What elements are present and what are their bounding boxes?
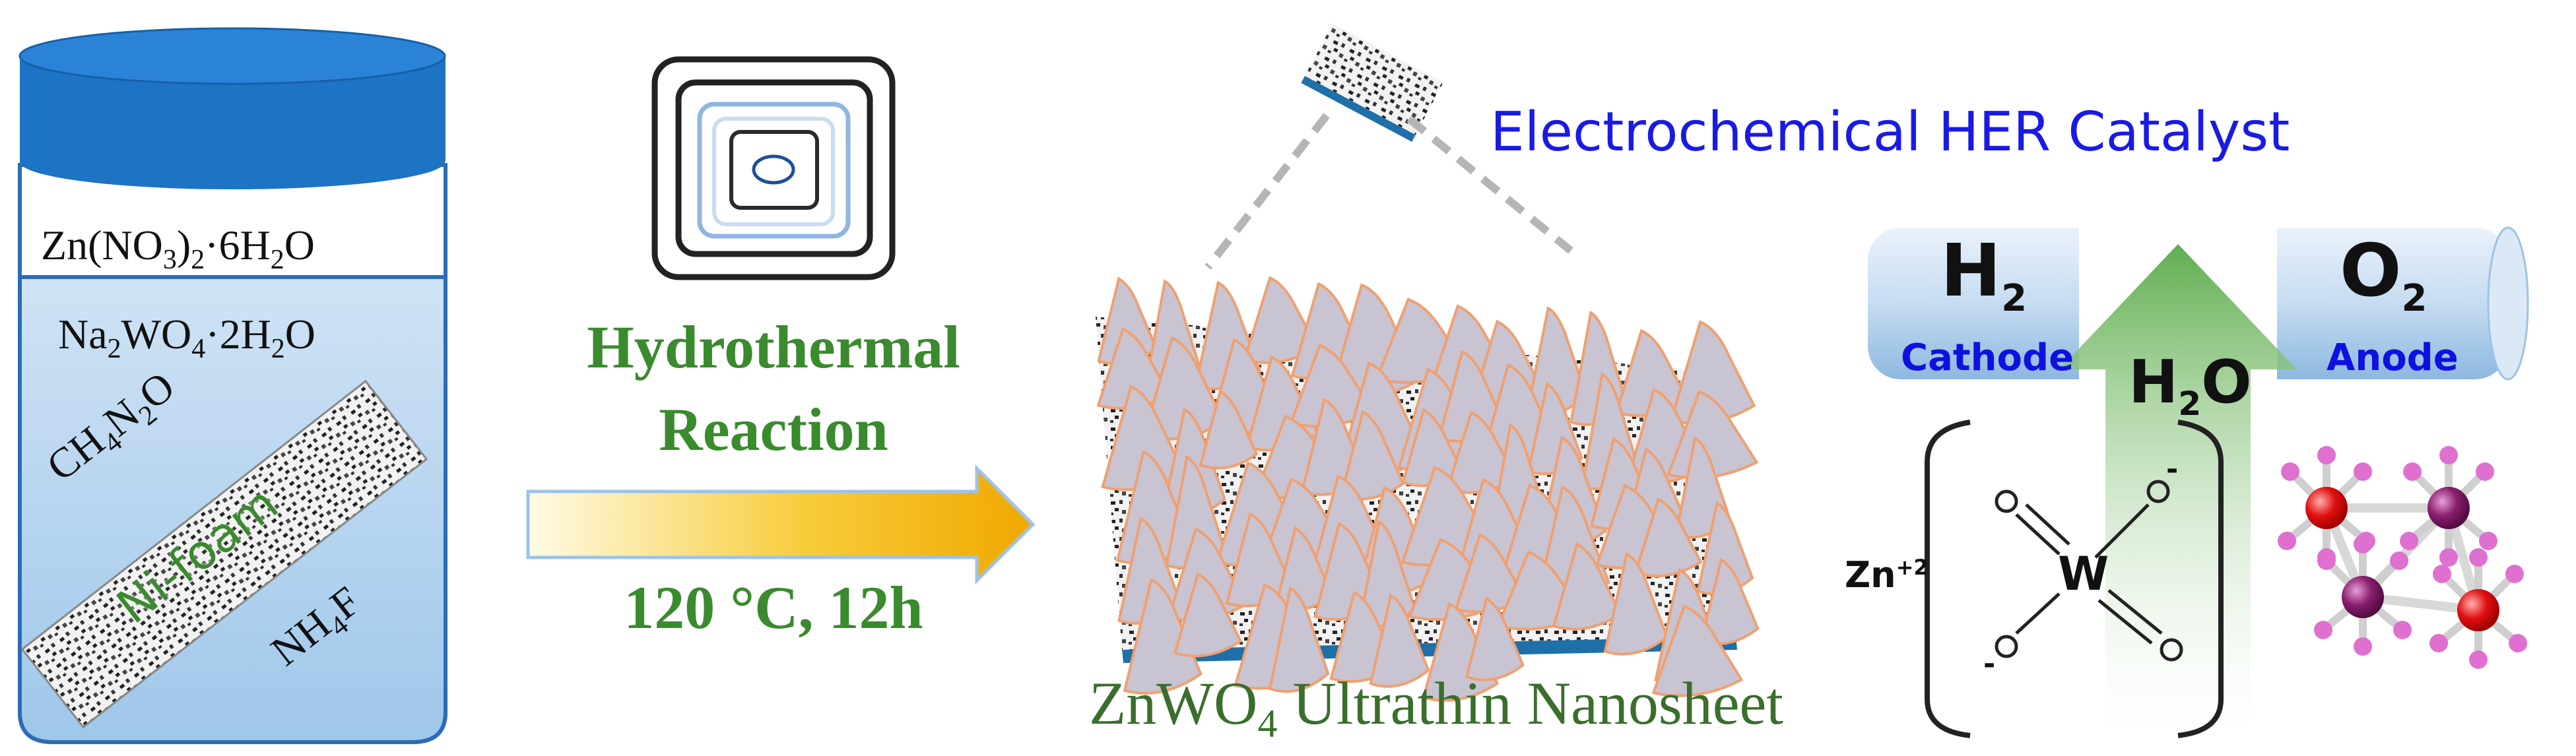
h-atom (2278, 532, 2296, 550)
h-atom (2439, 548, 2458, 567)
process-line2: Reaction (659, 396, 888, 463)
o-atom (2305, 487, 2348, 529)
oxygen-circle (1995, 635, 2018, 658)
nanosheet-petal (1173, 572, 1243, 658)
ni-foam-strip (20, 379, 428, 729)
reaction-arrow (526, 464, 1036, 585)
h-atom (2509, 634, 2527, 652)
water-arrow (2059, 244, 2297, 732)
tungstate-structure (1925, 420, 2224, 738)
nanosheet-petal (1465, 596, 1525, 681)
h-atom (2317, 446, 2336, 464)
zinc-cation: Zn+2 (1845, 554, 1929, 596)
h-atom (2403, 462, 2422, 481)
nanosheet-petal (1651, 604, 1744, 697)
water-label: H2O (2129, 348, 2252, 423)
h-atom (2433, 565, 2451, 583)
nanosheet-petal (1123, 578, 1203, 695)
oxygen-circle (2146, 480, 2170, 503)
nanosheet-petal (1369, 593, 1430, 688)
h-atom (2469, 548, 2488, 567)
o-atom (2457, 589, 2499, 631)
h-atom (2354, 462, 2372, 481)
reagent-sodium-tungstate: Na2WO4·2H2O (58, 311, 315, 364)
process-conditions: 120 °C, 12h (624, 574, 923, 641)
w-atom (2342, 576, 2384, 618)
h-atom (2505, 565, 2524, 583)
h-atom (2314, 621, 2332, 639)
application-title: Electrochemical HER Catalyst (1490, 101, 2290, 164)
magnified-tile (1205, 23, 1573, 270)
anode-label: Anode (2327, 336, 2459, 379)
w-atom (2427, 487, 2470, 529)
reagent-zinc-nitrate: Zn(NO3)2·6H2O (41, 222, 315, 275)
cathode-label: Cathode (1901, 336, 2074, 379)
cathode-species: H2 (1940, 228, 2028, 320)
nanosheet-petal (1634, 497, 1703, 578)
h-atom (2393, 621, 2412, 639)
h-atom (2429, 634, 2448, 652)
h-atom (2390, 551, 2408, 570)
nanosheet-petal (1268, 586, 1330, 693)
oxygen-minus-bottom: - (1983, 647, 1996, 681)
h-atom (2400, 532, 2418, 550)
h-atom (2479, 532, 2497, 550)
nanosheet-petal (1199, 389, 1259, 470)
product-name: ZnWO4 Ultrathin Nanosheet (1089, 670, 1783, 745)
oxygen-minus-top: - (2166, 453, 2179, 486)
h-atom (2439, 446, 2458, 464)
h-atom (2281, 462, 2299, 481)
h-atom (2476, 462, 2494, 481)
oxygen-circle (2160, 638, 2183, 662)
h-atom (2317, 551, 2336, 570)
process-line1: Hydrothermal (587, 313, 960, 381)
h-atom (2469, 650, 2488, 669)
autoclave-icon (651, 56, 896, 280)
nanosheet-slab (1096, 276, 1760, 702)
tungsten-center: W (2058, 547, 2109, 601)
h-atom (2354, 535, 2372, 553)
crystal-atoms (2278, 446, 2527, 669)
oxygen-circle (1995, 489, 2018, 513)
h-atom (2354, 637, 2372, 656)
anode-species: O2 (2340, 228, 2427, 320)
